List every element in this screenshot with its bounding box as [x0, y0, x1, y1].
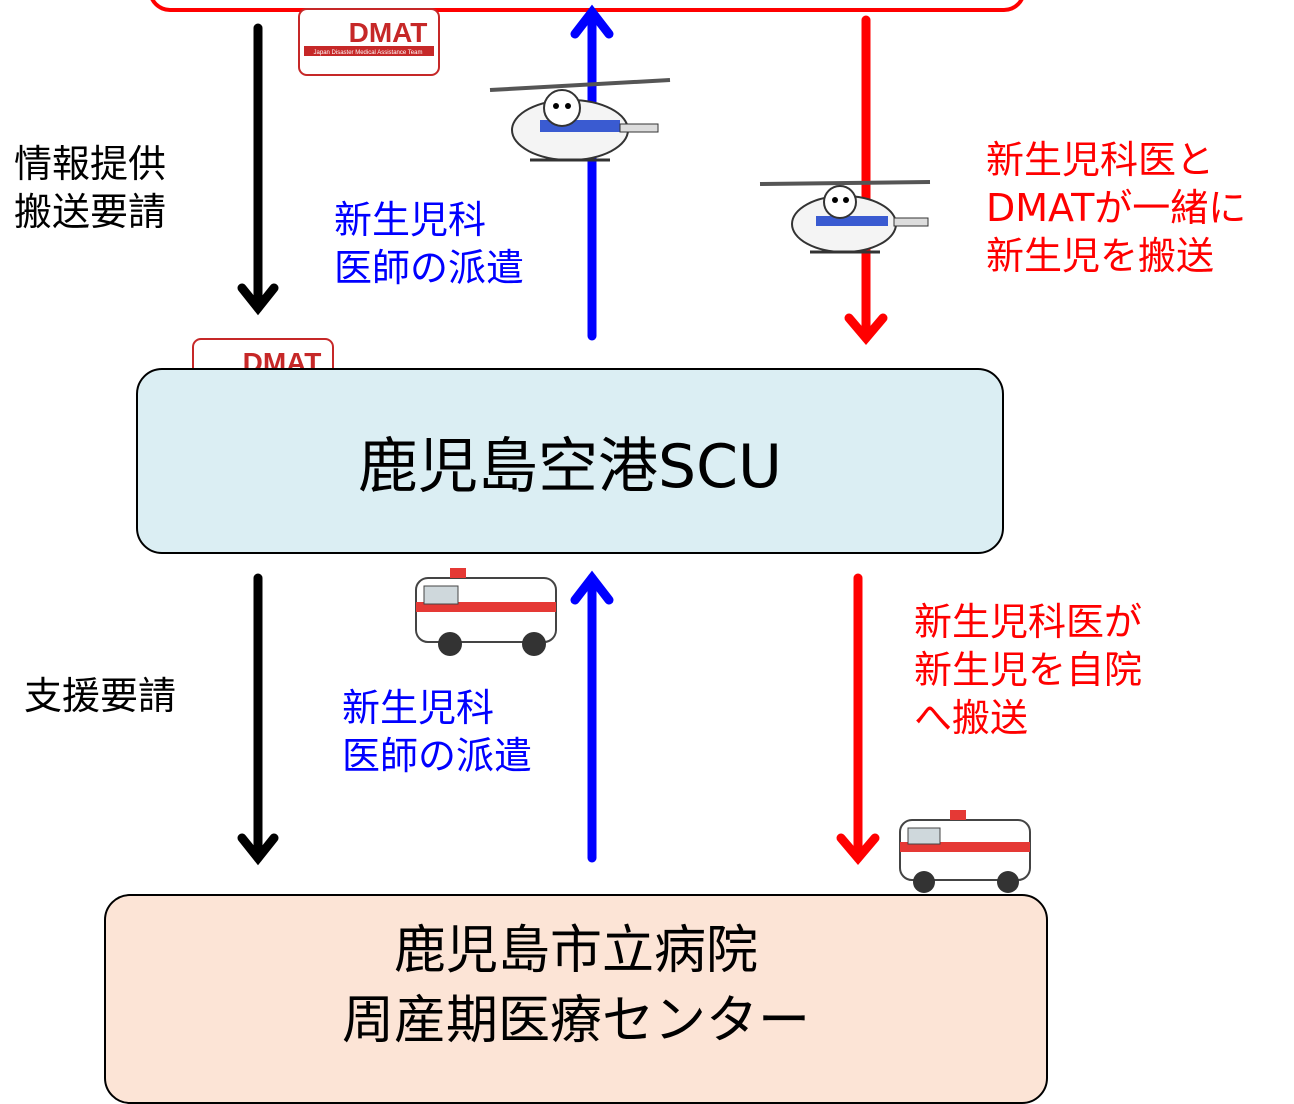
label-line: 新生児科医と [986, 138, 1215, 182]
label-line: 新生児を自院 [914, 648, 1143, 692]
arrow-dispatch-bottom [570, 570, 614, 863]
arrow-transport-bottom [836, 573, 880, 865]
label-line: 搬送要請 [14, 190, 167, 234]
dmat-logo: DMAT Japan Disaster Medical Assistance T… [298, 8, 440, 80]
hospital-department: 周産期医療センター [341, 991, 810, 1051]
label-line: 新生児科 [342, 686, 495, 730]
hospital-name: 鹿児島市立病院 [393, 921, 758, 981]
label-line: DMATが一緒に [986, 186, 1247, 230]
arrow-dispatch-top [570, 4, 614, 341]
dispatch-bottom-label: 新生児科 医師の派遣 [342, 684, 532, 780]
helicopter-icon [759, 180, 931, 254]
label-line: 新生児科医が [914, 600, 1143, 644]
svg-text:Japan Disaster Medical Assista: Japan Disaster Medical Assistance Team [314, 50, 423, 56]
svg-text:DMAT: DMAT [349, 17, 428, 48]
label-line: へ搬送 [914, 696, 1029, 740]
support-request-label: 支援要請 [24, 672, 176, 720]
arrow-transport-top [844, 15, 888, 345]
arrow-support-request [237, 573, 279, 866]
arrow-info-request [237, 23, 279, 316]
helicopter-icon [489, 78, 671, 162]
scu-node: 鹿児島空港SCU [136, 368, 1004, 554]
ambulance-icon [415, 568, 557, 656]
scu-title: 鹿児島空港SCU [358, 431, 782, 502]
ambulance-icon [899, 810, 1031, 893]
dispatch-top-label: 新生児科 医師の派遣 [334, 196, 524, 292]
label-line: 情報提供 [14, 142, 167, 186]
info-request-label: 情報提供 搬送要請 [14, 140, 166, 236]
label-line: 新生児を搬送 [986, 234, 1215, 278]
transport-bottom-label: 新生児科医が 新生児を自院 へ搬送 [914, 598, 1142, 742]
label-line: 支援要請 [24, 674, 177, 718]
arrows-layer [237, 4, 1031, 893]
hospital-node: 鹿児島市立病院 周産期医療センター [104, 894, 1048, 1104]
transport-top-label: 新生児科医と DMATが一緒に 新生児を搬送 [986, 136, 1246, 280]
label-line: 医師の派遣 [334, 246, 525, 290]
label-line: 新生児科 [334, 198, 487, 242]
label-line: 医師の派遣 [342, 734, 533, 778]
